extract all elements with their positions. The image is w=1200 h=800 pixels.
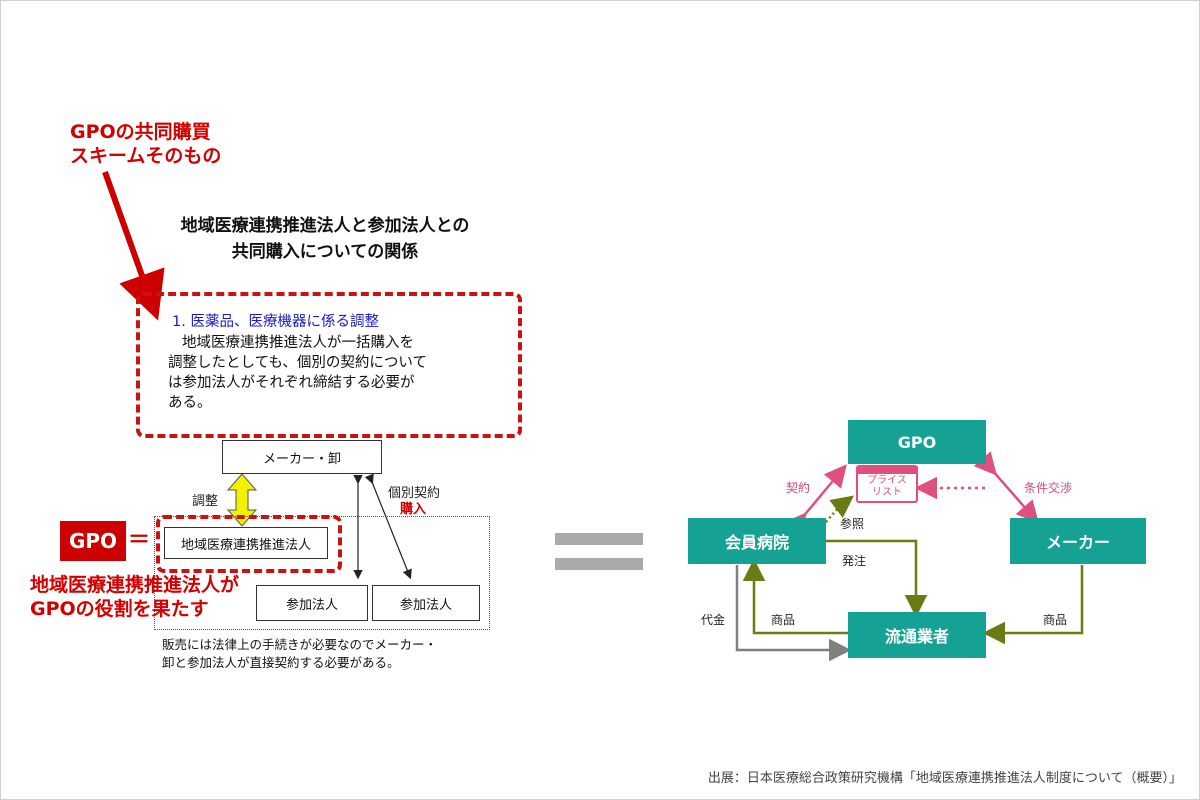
label-contract-right: 契約: [786, 481, 811, 495]
distributor-node: 流通業者: [848, 612, 986, 658]
corp-highlight-box: [156, 515, 342, 573]
label-reference: 参照: [840, 517, 865, 531]
goods-arrow-right: [982, 565, 1084, 645]
participant-box-2: 参加法人: [372, 585, 480, 621]
label-negotiation: 条件交渉: [1024, 481, 1073, 495]
gpo-node: GPO: [848, 420, 986, 464]
price-list-header: [858, 467, 916, 474]
highlight-dashed-box: [136, 292, 522, 438]
maker-node: メーカー: [1010, 518, 1146, 564]
price-list-doc: プライス リスト: [856, 465, 918, 503]
source-citation: 出展：日本医療総合政策研究機構「地域医療連携推進法人制度について（概要）」: [707, 771, 1182, 786]
annotation-gpo-scheme: GPOの共同購買 スキームそのもの: [70, 121, 222, 167]
annotation-gpo-role: 地域医療連携推進法人が GPOの役割を果たす: [30, 574, 240, 620]
maker-wholesaler-box: メーカー・卸: [222, 440, 382, 474]
adjust-double-arrow: [226, 473, 258, 527]
pointer-arrow: [102, 170, 165, 321]
participant-box-1: 参加法人: [256, 585, 368, 621]
equals-small: ＝: [128, 528, 151, 553]
item-body: 地域医療連携推進法人が一括購入を 調整したとしても、個別の契約について は参加法…: [168, 335, 427, 411]
reference-arrow: [825, 495, 854, 523]
goods-arrow-left: [742, 558, 848, 635]
label-individual-contract: 個別契約: [388, 486, 441, 501]
label-adjust: 調整: [192, 494, 219, 509]
contract-arrow-2: [364, 473, 412, 580]
gpo-badge: GPO: [60, 521, 126, 561]
item-block: 1. 医薬品、医療機器に係る調整: [172, 312, 379, 332]
equals-bar-bottom: [555, 558, 643, 570]
label-purchase: 購入: [400, 502, 427, 517]
label-goods-right: 商品: [1043, 613, 1068, 627]
member-hospital-node: 会員病院: [688, 518, 826, 564]
order-arrow: [826, 539, 928, 618]
diagram-title: 地域医療連携推進法人と参加法人との 共同購入についての関係: [180, 216, 470, 262]
regional-corp-box: 地域医療連携推進法人: [164, 527, 328, 559]
label-payment: 代金: [701, 613, 726, 627]
contract-arrow-right: [783, 464, 847, 537]
footnote: 販売には法律上の手続きが必要なのでメーカー・ 卸と参加法人が直接契約する必要があ…: [162, 637, 438, 670]
negotiation-arrow: [973, 451, 1039, 524]
label-order: 発注: [842, 554, 867, 568]
item-heading: 1. 医薬品、医療機器に係る調整: [172, 314, 379, 330]
equals-bar-top: [555, 533, 643, 545]
payment-arrow: [735, 565, 852, 662]
label-goods-left: 商品: [771, 613, 796, 627]
